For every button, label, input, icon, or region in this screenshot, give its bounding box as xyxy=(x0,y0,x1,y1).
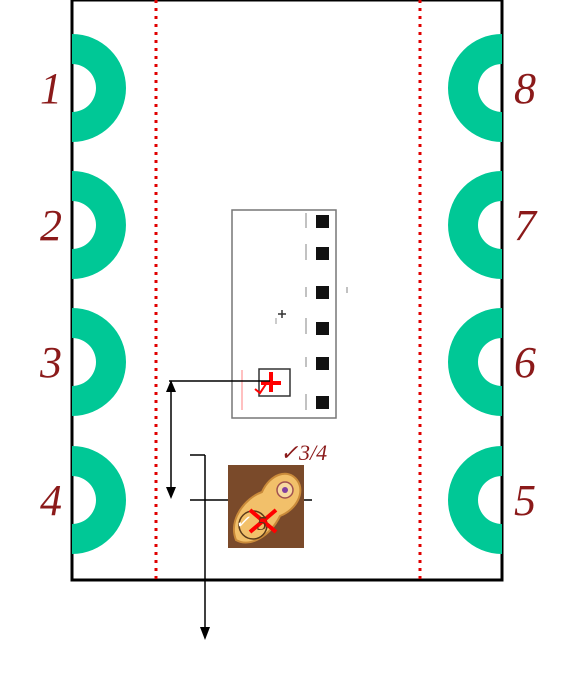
pin-label-2: 2 xyxy=(40,201,62,250)
pad-1 xyxy=(72,34,126,142)
die-via-core xyxy=(282,487,288,493)
pad-3 xyxy=(72,308,126,416)
contact-square xyxy=(316,286,329,299)
small-cross-mark xyxy=(278,310,286,318)
pad-6 xyxy=(448,308,502,416)
red-check-icon xyxy=(254,383,267,395)
check-mark-annotation: ✓ xyxy=(280,440,299,465)
contact-square xyxy=(316,247,329,260)
contact-square xyxy=(316,357,329,370)
pad-4 xyxy=(72,446,126,554)
right-pads xyxy=(448,34,502,554)
left-pads xyxy=(72,34,126,554)
arrow-down-icon xyxy=(166,487,176,499)
pin-label-4: 4 xyxy=(40,476,62,525)
pin-label-3: 3 xyxy=(39,338,62,387)
contact-square xyxy=(316,322,329,335)
die-check-mark: ✓ xyxy=(235,512,250,532)
contact-square xyxy=(316,215,329,228)
die-mark-number: 5 xyxy=(257,513,267,535)
contact-square xyxy=(316,396,329,409)
arrow-up-icon xyxy=(166,380,176,392)
arrow-down-icon xyxy=(200,627,210,640)
die-image: 5 ✓ xyxy=(228,465,304,548)
pin-label-1: 1 xyxy=(40,64,62,113)
pad-5 xyxy=(448,446,502,554)
red-cross-icon xyxy=(261,372,281,392)
red-cross-icon xyxy=(248,508,278,534)
pad-7 xyxy=(448,171,502,279)
pad-2 xyxy=(72,171,126,279)
fraction-annotation: 3/4 xyxy=(298,440,327,465)
pin-label-7: 7 xyxy=(514,201,538,250)
pin-label-5: 5 xyxy=(514,476,536,525)
pin-label-8: 8 xyxy=(514,64,536,113)
chip-layout xyxy=(231,209,348,419)
pin-label-6: 6 xyxy=(514,338,536,387)
pad-8 xyxy=(448,34,502,142)
